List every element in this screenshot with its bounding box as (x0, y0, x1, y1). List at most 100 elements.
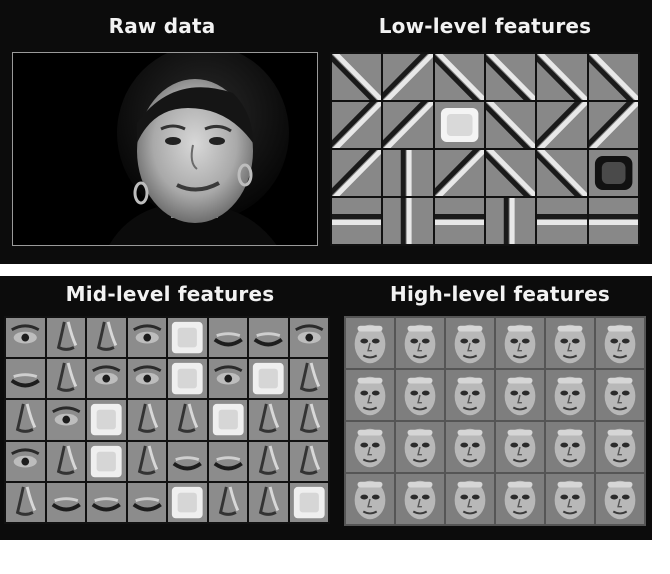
mid-feature-nose-part-r5c1 (6, 482, 45, 522)
edge-diag-right-filter-icon (383, 102, 433, 148)
high-feature-face-r1c5 (546, 318, 594, 368)
mouth-filter-icon (6, 359, 45, 399)
mouth-filter-icon (127, 482, 166, 522)
low-feature-edge-horizontal-r4c5 (537, 198, 587, 244)
nose-part-filter-icon (249, 482, 288, 522)
eye-filter-icon (46, 400, 85, 440)
low-feature-edge-diag-left-r1c6 (588, 54, 638, 100)
face-filter-icon (346, 318, 394, 368)
mid-feature-light-patch-r5c8 (289, 482, 328, 522)
face-filter-icon (446, 474, 494, 524)
blob-light-filter-icon (434, 102, 484, 148)
mid-level-features-grid (4, 316, 330, 524)
eye-filter-icon (6, 318, 45, 358)
mid-feature-nose-part-r5c6 (208, 482, 247, 522)
low-feature-edge-vertical-r4c4 (485, 198, 536, 244)
mid-feature-eye-r3c2 (46, 400, 85, 440)
low-feature-edge-diag-right-r1c2 (383, 54, 433, 100)
mouth-filter-icon (46, 482, 85, 522)
high-feature-face-r1c3 (446, 318, 494, 368)
low-feature-edge-diag-right-r2c1 (332, 102, 382, 148)
light-patch-filter-icon (168, 359, 207, 399)
low-level-features-grid (330, 52, 640, 246)
high-feature-face-r2c5 (546, 370, 594, 420)
face-filter-icon (346, 370, 394, 420)
mid-feature-nose-part-r2c8 (289, 359, 328, 399)
face-filter-icon (446, 370, 494, 420)
mid-feature-eye-r1c1 (6, 318, 45, 358)
edge-vertical-filter-icon (383, 150, 433, 196)
high-level-features-title: High-level features (390, 282, 610, 306)
nose-part-filter-icon (6, 400, 45, 440)
low-feature-edge-diag-left-r3c5 (537, 150, 587, 196)
bottom-panel: Mid-level features High-level features (0, 276, 652, 540)
mid-feature-nose-part-r4c2 (46, 441, 85, 481)
light-patch-filter-icon (289, 482, 328, 522)
face-filter-icon (396, 318, 444, 368)
low-feature-edge-diag-left-r1c1 (332, 54, 382, 100)
high-feature-face-r2c6 (596, 370, 644, 420)
low-feature-edge-horizontal-r4c1 (332, 198, 382, 244)
high-feature-face-r4c2 (396, 474, 444, 524)
edge-diag-right-filter-icon (537, 102, 587, 148)
high-feature-face-r2c3 (446, 370, 494, 420)
eye-filter-icon (87, 359, 126, 399)
nose-part-filter-icon (289, 359, 328, 399)
nose-part-filter-icon (168, 400, 207, 440)
face-filter-icon (396, 422, 444, 472)
mid-feature-nose-part-r3c4 (127, 400, 166, 440)
mid-feature-eye-r1c8 (289, 318, 328, 358)
low-feature-edge-diag-right-r2c5 (537, 102, 587, 148)
edge-diag-right-filter-icon (588, 102, 638, 148)
edge-diag-left-filter-icon (485, 102, 536, 148)
low-feature-edge-diag-right-r2c2 (383, 102, 433, 148)
high-feature-face-r3c1 (346, 422, 394, 472)
low-feature-edge-vertical-r3c2 (383, 150, 433, 196)
high-feature-face-r2c2 (396, 370, 444, 420)
face-filter-icon (396, 370, 444, 420)
face-filter-icon (596, 422, 644, 472)
low-feature-blob-dark-r3c6 (588, 150, 638, 196)
light-patch-filter-icon (168, 318, 207, 358)
face-filter-icon (496, 370, 544, 420)
low-feature-edge-horizontal-r4c6 (588, 198, 638, 244)
mouth-filter-icon (208, 441, 247, 481)
mid-feature-light-patch-r4c3 (87, 441, 126, 481)
face-filter-icon (496, 318, 544, 368)
mid-level-features-title: Mid-level features (65, 282, 275, 306)
edge-diag-left-filter-icon (485, 54, 536, 100)
light-patch-filter-icon (208, 400, 247, 440)
nose-part-filter-icon (249, 400, 288, 440)
mid-feature-eye-r2c6 (208, 359, 247, 399)
mid-feature-mouth-r4c5 (168, 441, 207, 481)
high-feature-face-r3c2 (396, 422, 444, 472)
mid-feature-eye-r1c4 (127, 318, 166, 358)
edge-diag-right-filter-icon (332, 150, 382, 196)
low-feature-edge-diag-left-r2c4 (485, 102, 536, 148)
mid-feature-nose-part-r1c2 (46, 318, 85, 358)
mid-feature-light-patch-r3c3 (87, 400, 126, 440)
edge-diag-left-filter-icon (588, 54, 638, 100)
mid-feature-mouth-r4c6 (208, 441, 247, 481)
edge-horizontal-filter-icon (537, 198, 587, 244)
mid-feature-nose-part-r4c8 (289, 441, 328, 481)
nose-part-filter-icon (127, 400, 166, 440)
raw-data-title: Raw data (108, 14, 216, 38)
low-feature-edge-diag-left-r1c4 (485, 54, 536, 100)
face-filter-icon (396, 474, 444, 524)
mid-feature-mouth-r1c6 (208, 318, 247, 358)
face-filter-icon (346, 422, 394, 472)
mid-feature-mouth-r1c7 (249, 318, 288, 358)
light-patch-filter-icon (249, 359, 288, 399)
mid-feature-mouth-r5c4 (127, 482, 166, 522)
edge-vertical-filter-icon (485, 198, 536, 244)
raw-data-photo (12, 52, 318, 246)
low-feature-edge-diag-right-r3c3 (434, 150, 484, 196)
edge-vertical-filter-icon (383, 198, 433, 244)
mid-feature-light-patch-r5c5 (168, 482, 207, 522)
mid-feature-mouth-r5c2 (46, 482, 85, 522)
nose-part-filter-icon (249, 441, 288, 481)
mid-feature-eye-r2c3 (87, 359, 126, 399)
mid-feature-nose-part-r4c7 (249, 441, 288, 481)
nose-part-filter-icon (289, 400, 328, 440)
